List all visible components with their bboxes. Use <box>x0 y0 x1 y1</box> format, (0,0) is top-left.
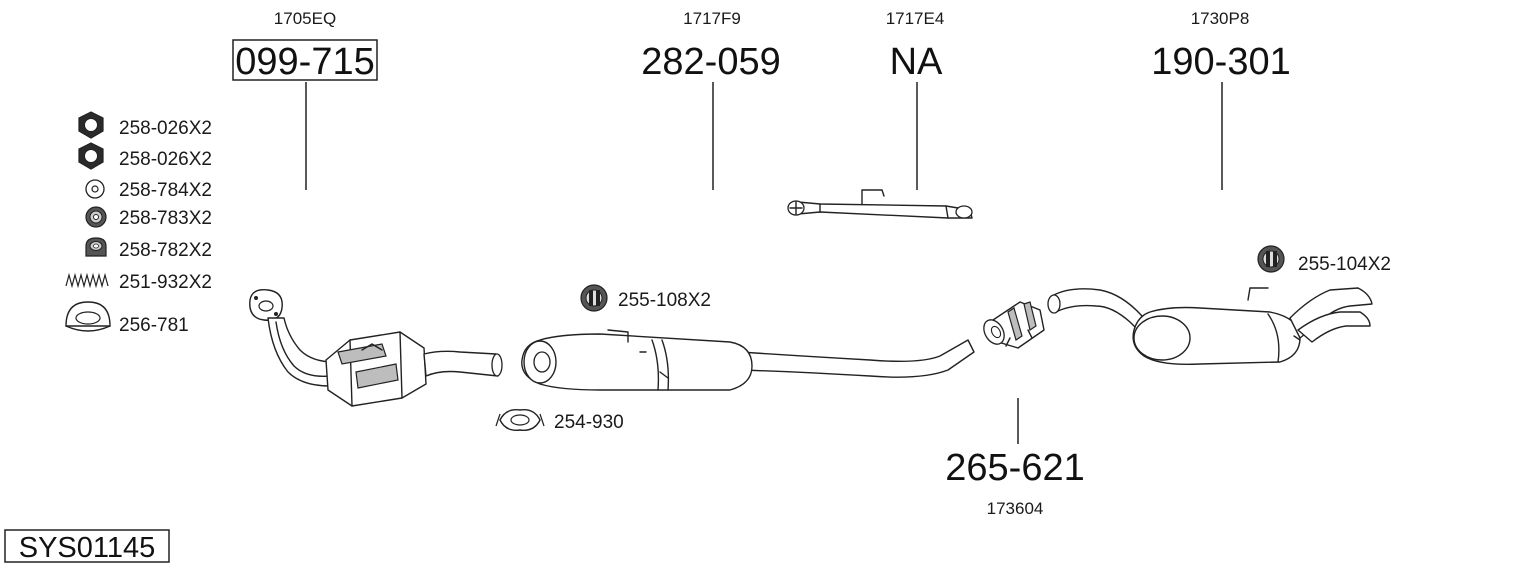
part-ref-catalyst: 1705EQ <box>274 9 336 28</box>
accessory-code: 258-784X2 <box>119 180 212 201</box>
pipe-clamp-icon <box>495 409 545 431</box>
part-ref-intermediate-pipe: 1717E4 <box>886 9 945 28</box>
rubber-hanger-icon <box>1257 245 1285 273</box>
intermediate-pipe-drawing[interactable] <box>787 189 973 219</box>
part-ref-rear-silencer: 1730P8 <box>1191 9 1250 28</box>
part-ref-centre-silencer: 1717F9 <box>683 9 741 28</box>
part-number-centre-silencer[interactable]: 282-059 <box>641 41 780 83</box>
connector-drawing[interactable] <box>980 301 1045 349</box>
part-number-intermediate-pipe[interactable]: NA <box>890 41 943 83</box>
catalytic-converter-drawing[interactable] <box>249 289 503 407</box>
rubber-bush-icon <box>85 237 107 257</box>
gasket-ring-icon <box>65 301 111 332</box>
accessory-code: 258-026X2 <box>119 149 212 170</box>
accessory-hex-nut-1[interactable]: 258-026X2 <box>78 111 212 139</box>
part-number-highlight-box <box>232 39 378 81</box>
accessory-gasket-ring[interactable]: 256-781 <box>65 301 189 336</box>
hanger-code: 255-108X2 <box>618 290 711 311</box>
system-code-box <box>4 529 170 563</box>
rubber-mount-icon <box>85 206 107 228</box>
part-number-connector[interactable]: 265-621 <box>945 447 1084 489</box>
accessory-rubber-mount[interactable]: 258-783X2 <box>85 206 212 229</box>
hanger-255-104[interactable]: 255-104X2 <box>1257 245 1391 275</box>
part-number-rear-silencer[interactable]: 190-301 <box>1151 41 1290 83</box>
accessory-code: 251-932X2 <box>119 272 212 293</box>
hanger-255-108[interactable]: 255-108X2 <box>580 284 711 312</box>
accessory-washer[interactable]: 258-784X2 <box>85 179 212 201</box>
hex-nut-icon <box>78 111 104 139</box>
hex-nut-icon <box>78 142 104 170</box>
part-ref-connector: 173604 <box>987 499 1044 518</box>
hanger-code: 254-930 <box>554 412 624 433</box>
hanger-code: 255-104X2 <box>1298 254 1391 275</box>
accessory-hex-nut-2[interactable]: 258-026X2 <box>78 142 212 170</box>
accessory-code: 258-783X2 <box>119 208 212 229</box>
accessory-code: 258-782X2 <box>119 240 212 261</box>
accessory-code: 256-781 <box>119 315 189 336</box>
system-code: SYS01145 <box>19 532 156 564</box>
accessory-spring[interactable]: 251-932X2 <box>65 272 212 293</box>
rear-silencer-drawing[interactable] <box>1047 287 1373 366</box>
spring-icon <box>65 272 109 289</box>
washer-icon <box>85 179 105 199</box>
centre-silencer-drawing[interactable] <box>521 329 975 391</box>
accessory-rubber-bush[interactable]: 258-782X2 <box>85 237 212 261</box>
part-number-catalyst[interactable]: 099-715 <box>235 41 374 83</box>
accessory-code: 258-026X2 <box>119 118 212 139</box>
clamp-254-930[interactable]: 254-930 <box>495 409 624 433</box>
rubber-hanger-icon <box>580 284 608 312</box>
